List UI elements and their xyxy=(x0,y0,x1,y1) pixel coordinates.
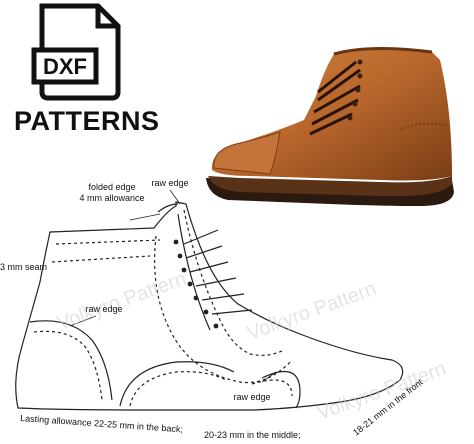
patterns-title: PATTERNS xyxy=(14,106,160,136)
eyelet xyxy=(203,309,209,315)
eyelet xyxy=(213,323,219,329)
label-lasting-middle: 20-23 mm in the middle; xyxy=(204,430,301,440)
eyelet xyxy=(193,295,199,301)
eyelet xyxy=(181,267,187,273)
eyelet xyxy=(177,253,183,259)
label-lasting-back: Lasting allowance 22-25 mm in the back; xyxy=(20,413,183,434)
leader-lines xyxy=(69,189,277,383)
label-allowance: 4 mm allowance xyxy=(79,193,144,203)
svg-text:Volkyro Pattern: Volkyro Pattern xyxy=(244,278,379,345)
label-seam: 3 mm seam xyxy=(0,262,47,272)
dxf-file-icon xyxy=(31,3,121,101)
eyelet xyxy=(173,239,179,245)
pattern-outline xyxy=(15,201,404,411)
label-folded-edge: folded edge xyxy=(88,182,135,192)
eyelet xyxy=(187,281,193,287)
label-raw-edge-bottom: raw edge xyxy=(233,392,270,402)
eyelets xyxy=(173,239,219,329)
label-raw-edge-top: raw edge xyxy=(151,178,188,188)
svg-text:Volkyro Pattern: Volkyro Pattern xyxy=(54,268,189,335)
label-raw-edge-left: raw edge xyxy=(85,304,122,314)
dxf-badge-text: DXF xyxy=(43,54,87,79)
boot-photo xyxy=(206,46,454,206)
